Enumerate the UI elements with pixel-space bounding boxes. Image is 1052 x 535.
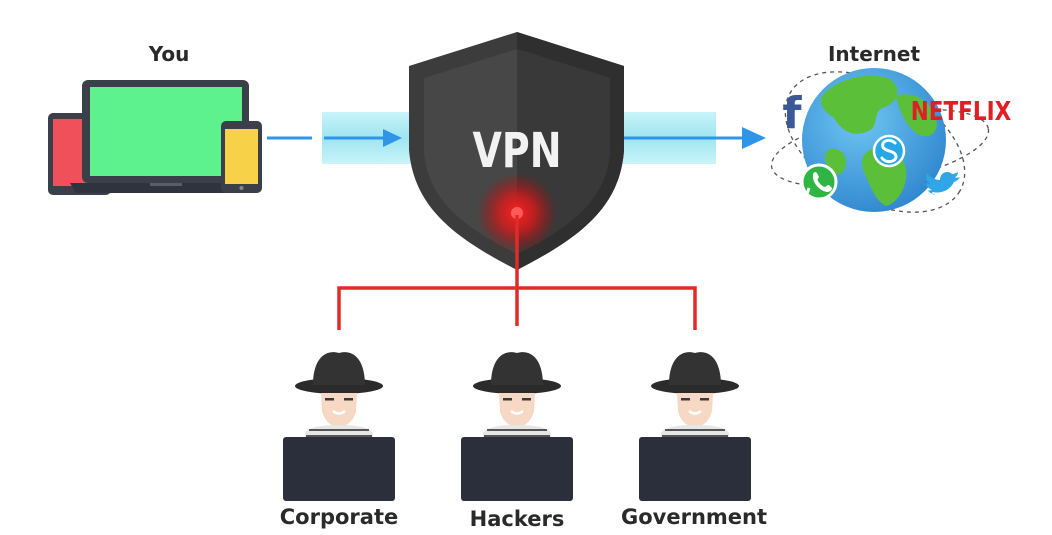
- globe-icon: [770, 68, 990, 213]
- twitter-icon: [926, 172, 960, 195]
- phone-icon: [221, 121, 262, 193]
- arrow-left-tunnel: [324, 129, 402, 147]
- whatsapp-icon: [800, 163, 838, 201]
- laptop-icon: [70, 80, 262, 193]
- internet-label: Internet: [827, 42, 921, 66]
- arrow-right-tunnel: [620, 127, 766, 149]
- hackers-label: Hackers: [469, 507, 565, 531]
- vpn-label: VPN: [472, 122, 561, 178]
- facebook-logo: f: [782, 88, 802, 139]
- facebook-icon: f: [782, 88, 802, 139]
- you-label: You: [148, 42, 190, 66]
- netflix-logo: NETFLIX: [911, 96, 1011, 126]
- spy-icon: [281, 350, 397, 503]
- netflix-icon: NETFLIX: [911, 96, 1011, 126]
- corporate-label: Corporate: [279, 505, 399, 529]
- government-label: Government: [620, 505, 768, 529]
- skype-icon: [872, 134, 906, 168]
- spy-icon: [459, 350, 575, 503]
- shield-icon: [409, 32, 624, 270]
- leak-lines: [337, 215, 697, 330]
- spy-icon: [637, 350, 753, 503]
